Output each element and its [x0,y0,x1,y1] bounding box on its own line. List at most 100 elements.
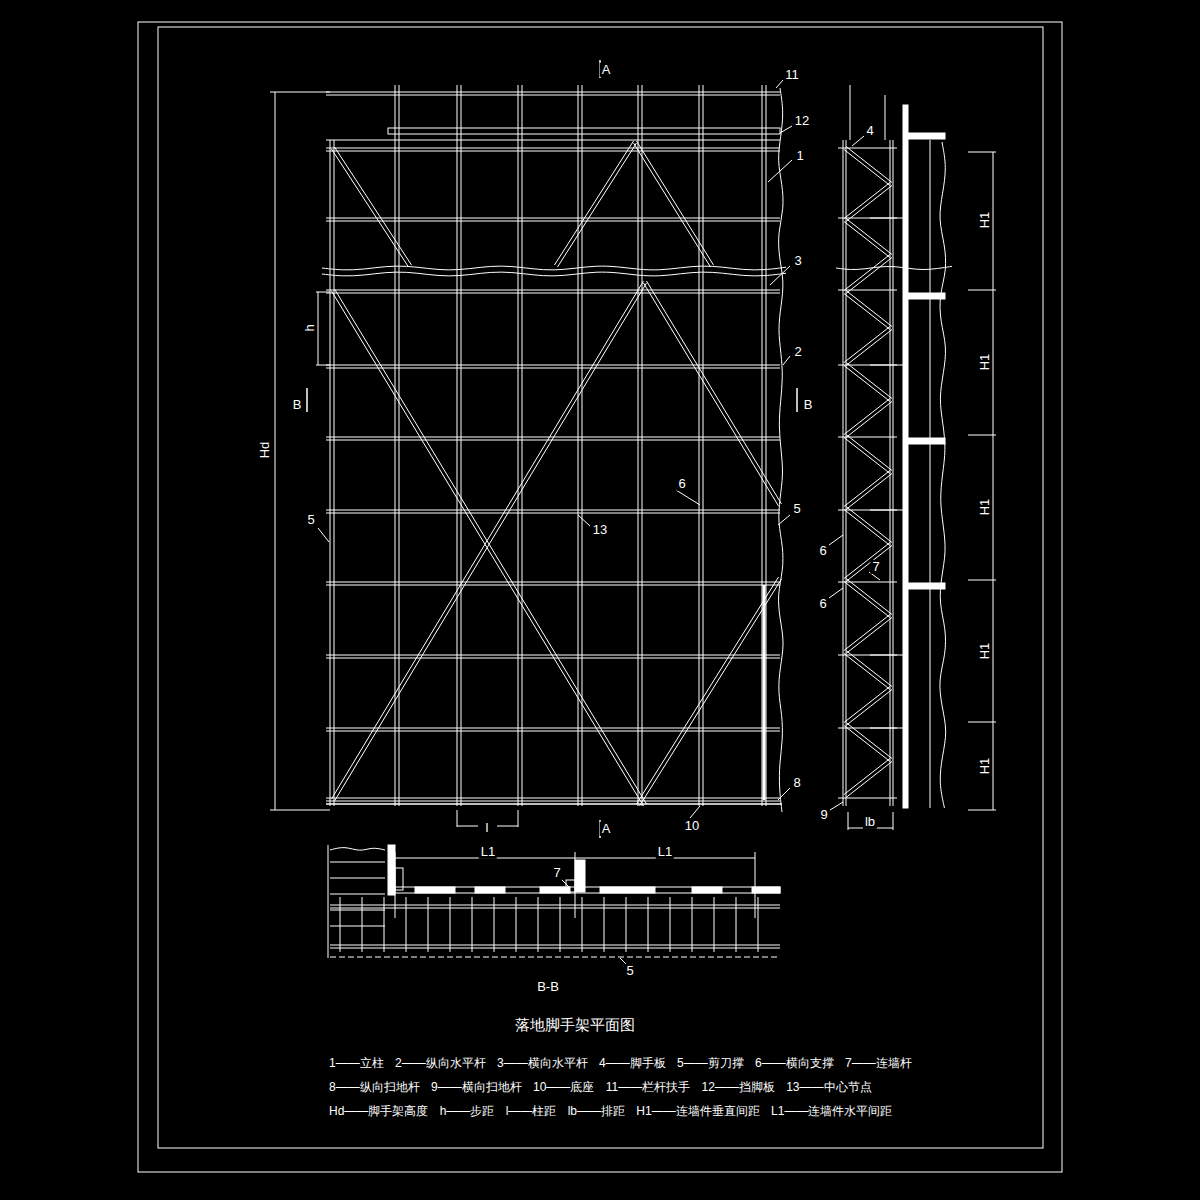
dimension-line [968,810,996,811]
cross-brace [844,471,890,507]
scissor-brace [647,281,782,504]
scissor-brace [331,281,643,799]
callout-label: H1 [978,352,992,373]
leader-line [778,788,790,800]
cross-brace [844,327,890,363]
callout-label: 6 [817,544,828,558]
scissor-brace [335,147,412,265]
cross-brace [844,255,890,291]
leader-line [768,160,792,182]
callout-label: 7 [551,866,562,880]
leader-line [690,806,700,818]
ledger [838,798,897,799]
scissor-brace [640,579,782,806]
break-line [322,266,786,270]
standard-post [428,897,429,952]
cross-brace [846,435,892,471]
cross-brace [844,221,890,257]
cross-brace [844,687,890,723]
cross-brace [846,761,892,797]
standard-post [395,85,396,806]
scissor-brace [637,141,714,265]
dimension-line [457,826,478,827]
callout-label: 1 [794,149,805,163]
standard-post [648,897,649,952]
standard-post [406,897,407,952]
callout-label: A [600,822,613,836]
ledger [326,658,780,659]
callout-label: B [802,398,815,412]
callout-label: 5 [305,513,316,527]
standard-post [626,897,627,952]
standard-post [758,897,759,952]
cross-brace [844,509,890,545]
scissor-brace [643,283,778,506]
ledger [838,582,897,583]
ledger [326,368,780,369]
dimension-line [968,580,996,581]
standard-post [516,897,517,952]
section-mark [306,388,308,412]
scissor-brace [633,143,710,267]
callout-label: Hd [258,440,272,461]
ledger [326,140,780,141]
wall-line [930,140,931,808]
dimension-line [275,92,276,810]
standard-post [538,897,539,952]
edge-break-line [779,88,784,812]
callout-label: 13 [591,523,609,537]
ledger [326,92,780,93]
standard-post [494,897,495,952]
cross-brace [844,543,890,579]
standard-post [766,85,767,806]
cross-brace [846,363,892,399]
cross-brace [844,399,890,435]
standard-post [843,140,844,806]
standard-post [699,85,700,806]
callout-label: l [484,821,491,835]
dimension-line [968,290,996,291]
callout-label: lb [863,815,877,829]
ledger [330,905,780,906]
callout-label: 5 [624,964,635,978]
cross-brace [846,579,892,615]
cross-brace [846,185,892,221]
break-line [836,266,952,269]
cross-brace [846,257,892,293]
callout-label: 7 [870,560,881,574]
cross-brace [846,401,892,437]
ledger [330,948,780,949]
leader-line [829,535,843,545]
callout-label: 5 [791,502,802,516]
standard-post [334,140,335,806]
leader-line [783,356,790,365]
cross-brace [844,759,890,795]
ledger [326,95,780,96]
dimension-line [518,810,519,827]
dimension-line [575,852,576,918]
cross-brace [846,651,892,687]
floor-slab [905,293,945,299]
cross-brace [844,615,890,651]
dimension-line [457,810,458,827]
sweep-rod [326,803,782,805]
cross-brace [844,293,890,329]
section-mark [796,388,798,412]
wall-column [903,105,908,808]
callout-label: H1 [978,641,992,662]
callout-label: H1 [978,210,992,231]
ledger [326,218,780,219]
standard-post [522,85,523,806]
callout-label: H1 [978,497,992,518]
ledger [326,798,780,799]
leader-line [780,126,792,133]
standard-post [582,897,583,952]
callout-label: L1 [656,845,674,859]
ledger [326,728,780,729]
callout-label: 10 [683,819,701,833]
cross-brace [846,689,892,725]
ledger [326,293,780,294]
standard-post [457,85,458,806]
dimension-line [968,722,996,723]
